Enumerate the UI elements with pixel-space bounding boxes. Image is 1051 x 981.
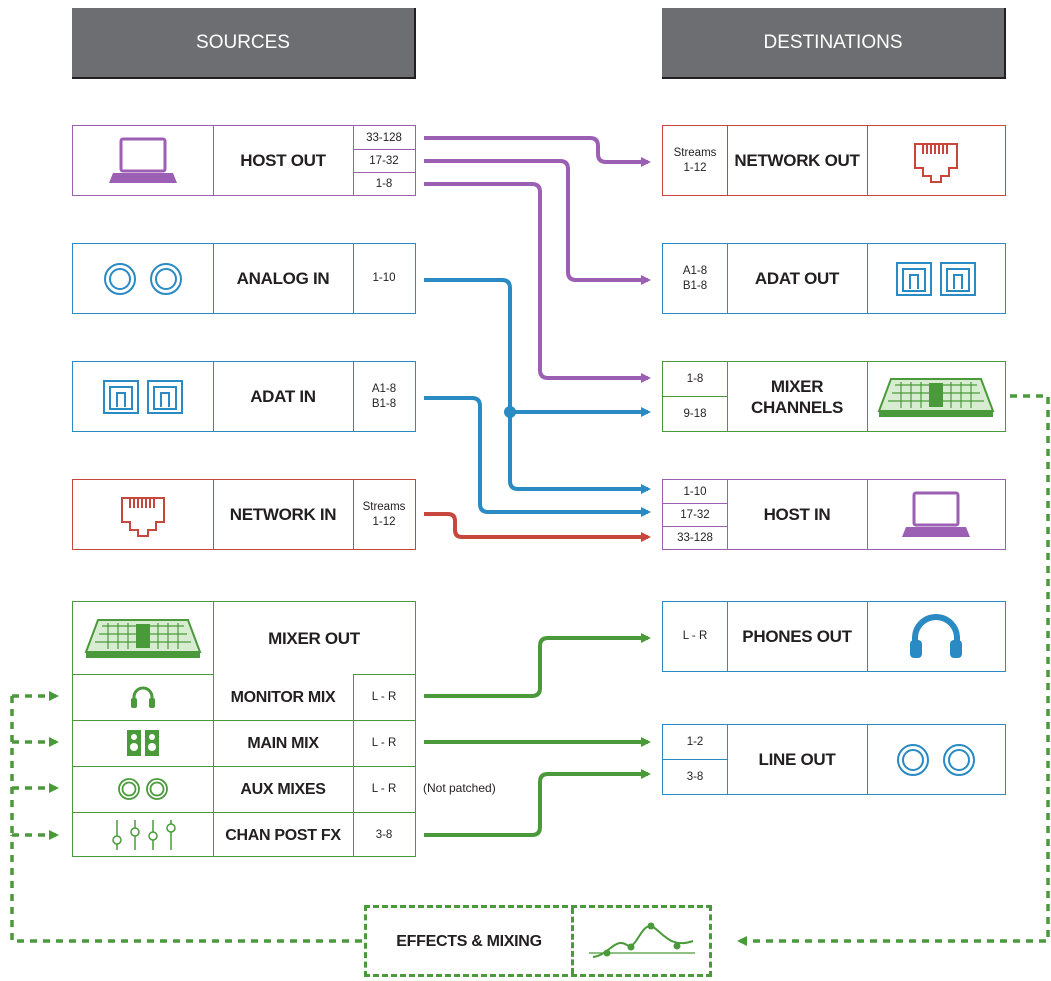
adat-out-label: ADAT OUT xyxy=(754,269,840,288)
chan-post-fx-port: 3-8 xyxy=(375,828,393,841)
optical-port-icon xyxy=(73,362,213,431)
network-out-port: Streams xyxy=(673,146,717,159)
ethernet-port-icon xyxy=(73,480,213,549)
aux-mixes-port: L - R xyxy=(371,782,397,795)
host-in-port: 17-32 xyxy=(680,508,710,521)
network-out-box[interactable]: Streams 1-12 NETWORK OUT xyxy=(662,125,1006,196)
ethernet-port-icon xyxy=(867,126,1005,195)
host-out-port: 17-32 xyxy=(369,154,399,167)
laptop-icon xyxy=(867,480,1005,549)
adat-out-port: A1-8 xyxy=(682,264,708,277)
main-mix-label: MAIN MIX xyxy=(247,734,319,752)
host-in-port: 33-128 xyxy=(677,531,713,544)
mixing-console-icon xyxy=(73,602,213,674)
destinations-header: DESTINATIONS xyxy=(662,8,1006,79)
network-out-label: NETWORK OUT xyxy=(734,151,860,170)
line-out-port: 1-2 xyxy=(686,736,704,748)
analog-in-label: ANALOG IN xyxy=(236,269,330,288)
network-in-box[interactable]: NETWORK IN Streams 1-12 xyxy=(72,479,416,550)
headphones-icon xyxy=(73,674,213,720)
monitor-mix-label: MONITOR MIX xyxy=(230,688,336,706)
monitor-mix-port: L - R xyxy=(371,690,397,703)
host-out-port: 1-8 xyxy=(375,177,393,190)
mixer-channels-box[interactable]: 1-8 9-18 MIXER CHANNELS xyxy=(662,361,1006,432)
effects-mixing-box[interactable]: EFFECTS & MIXING xyxy=(364,905,712,977)
speakers-icon xyxy=(73,720,213,766)
host-out-port: 33-128 xyxy=(366,131,402,144)
network-in-label: NETWORK IN xyxy=(229,505,337,524)
faders-icon xyxy=(73,812,213,858)
main-mix-port: L - R xyxy=(371,736,397,749)
wire-host-to-mixer xyxy=(424,182,651,383)
adat-in-label: ADAT IN xyxy=(250,387,316,406)
adat-in-port: A1-8 xyxy=(371,382,397,395)
host-out-label: HOST OUT xyxy=(240,151,326,170)
wire-host-to-network-out xyxy=(424,136,651,167)
wire-network-to-host-in xyxy=(424,512,651,542)
wire-host-to-adat-out xyxy=(424,159,651,285)
sources-header: SOURCES xyxy=(72,8,416,79)
host-out-box[interactable]: HOST OUT 33-128 17-32 1-8 xyxy=(72,125,416,196)
wire-analog-to-mixer-host xyxy=(424,278,651,417)
network-out-port: 1-12 xyxy=(683,161,707,174)
host-in-label: HOST IN xyxy=(763,505,831,524)
xlr-jack-icon xyxy=(73,766,213,812)
headphones-icon xyxy=(867,602,1005,671)
optical-port-icon xyxy=(867,244,1005,313)
wire-adat-to-host-in xyxy=(424,396,651,517)
wire-junction xyxy=(504,406,516,418)
phones-out-label: PHONES OUT xyxy=(742,627,852,646)
adat-out-port: B1-8 xyxy=(682,279,708,292)
phones-out-port: L - R xyxy=(682,630,708,642)
eq-curve-icon xyxy=(575,908,709,974)
mixer-out-box[interactable]: MIXER OUT MONITOR MIX L - R MAIN MIX L -… xyxy=(72,601,416,857)
not-patched-note: (Not patched) xyxy=(423,781,496,795)
effects-mixing-label: EFFECTS & MIXING xyxy=(396,932,542,950)
analog-in-port: 1-10 xyxy=(372,272,396,284)
mixer-channels-port: 9-18 xyxy=(683,407,707,420)
mixer-channels-label: CHANNELS xyxy=(750,397,844,417)
adat-in-port: B1-8 xyxy=(371,397,397,410)
analog-in-box[interactable]: ANALOG IN 1-10 xyxy=(72,243,416,314)
adat-out-box[interactable]: A1-8 B1-8 ADAT OUT xyxy=(662,243,1006,314)
xlr-jack-icon xyxy=(73,244,213,313)
network-in-port: 1-12 xyxy=(372,515,396,528)
mixing-console-icon xyxy=(867,362,1005,431)
adat-in-box[interactable]: ADAT IN A1-8 B1-8 xyxy=(72,361,416,432)
wire-analog-to-host-in xyxy=(508,412,651,494)
laptop-icon xyxy=(73,126,213,195)
network-in-port: Streams xyxy=(362,500,406,513)
mixer-out-label: MIXER OUT xyxy=(268,628,360,648)
wire-post-fx-to-line xyxy=(424,769,651,837)
line-out-port: 3-8 xyxy=(686,770,704,783)
phones-out-box[interactable]: L - R PHONES OUT xyxy=(662,601,1006,672)
line-out-label: LINE OUT xyxy=(758,750,836,769)
mixer-channels-port: 1-8 xyxy=(686,373,704,385)
line-out-box[interactable]: 1-2 3-8 LINE OUT xyxy=(662,724,1006,795)
wire-monitor-to-phones xyxy=(424,633,651,698)
chan-post-fx-label: CHAN POST FX xyxy=(225,826,341,844)
host-in-box[interactable]: 1-10 17-32 33-128 HOST IN xyxy=(662,479,1006,550)
host-in-port: 1-10 xyxy=(683,485,707,498)
mixer-channels-label: MIXER xyxy=(770,376,824,396)
aux-mixes-label: AUX MIXES xyxy=(240,780,326,798)
xlr-jack-icon xyxy=(867,725,1005,794)
